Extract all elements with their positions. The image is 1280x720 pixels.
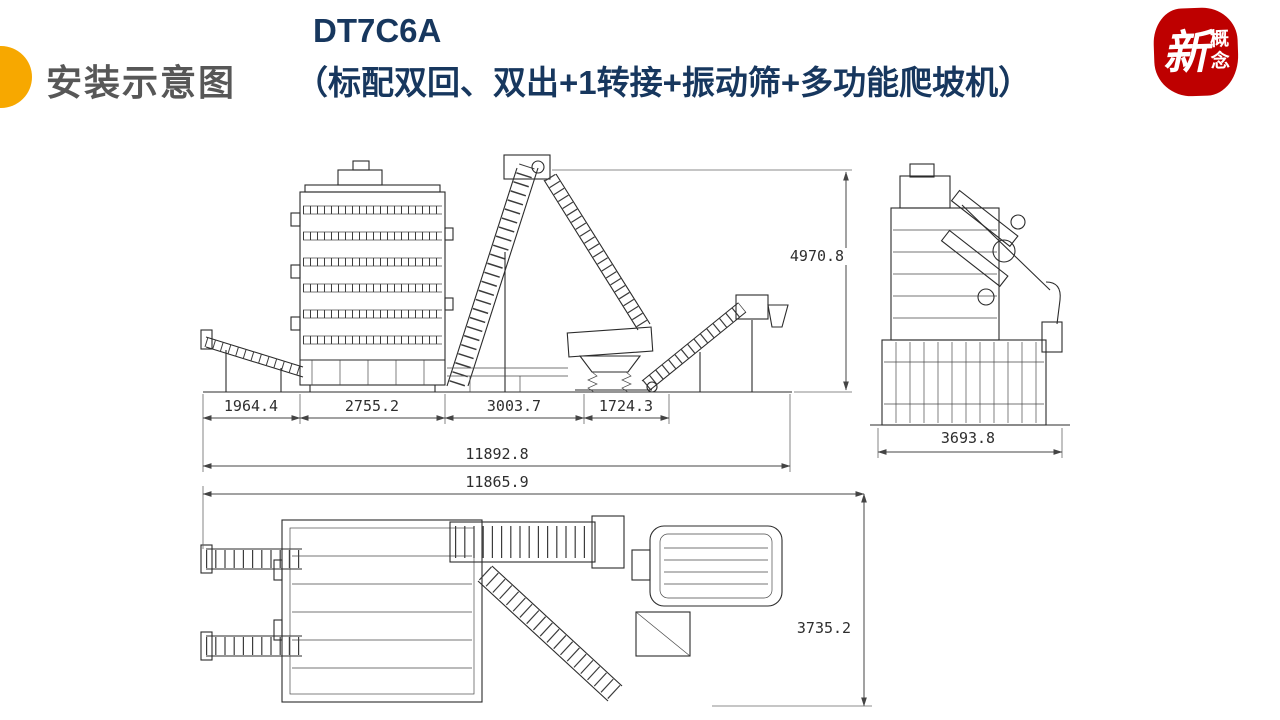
- machine-body: [299, 191, 446, 386]
- plan-view-drawing: [200, 515, 783, 703]
- section-title: 安装示意图: [46, 62, 237, 103]
- plan-view-dimension-lines: [202, 486, 872, 707]
- dim-label-side-segment-3: 3003.7: [476, 398, 552, 415]
- dim-label-plan-total-length: 11865.9: [459, 474, 535, 491]
- end-elevation-drawing: [870, 163, 1070, 426]
- side-view-dimension-lines: [202, 169, 852, 472]
- dim-label-side-segment-4: 1724.3: [588, 398, 664, 415]
- model-title: DT7C6A: [313, 12, 442, 49]
- dim-label-side-total-length: 11892.8: [459, 446, 535, 463]
- dim-label-side-segment-1: 1964.4: [213, 398, 289, 415]
- dim-label-side-height: 4970.8: [779, 248, 855, 265]
- side-elevation-drawing: [200, 154, 792, 393]
- config-subtitle: （标配双回、双出+1转接+振动筛+多功能爬坡机）: [295, 63, 1032, 101]
- machine-body-plan: [281, 519, 483, 703]
- title-block: DT7C6A （标配双回、双出+1转接+振动筛+多功能爬坡机）: [295, 12, 1031, 102]
- dim-label-end-width: 3693.8: [930, 430, 1006, 447]
- dim-label-plan-depth: 3735.2: [786, 620, 862, 637]
- end-view-dimension-lines: [877, 428, 1063, 458]
- dim-label-side-segment-2: 2755.2: [334, 398, 410, 415]
